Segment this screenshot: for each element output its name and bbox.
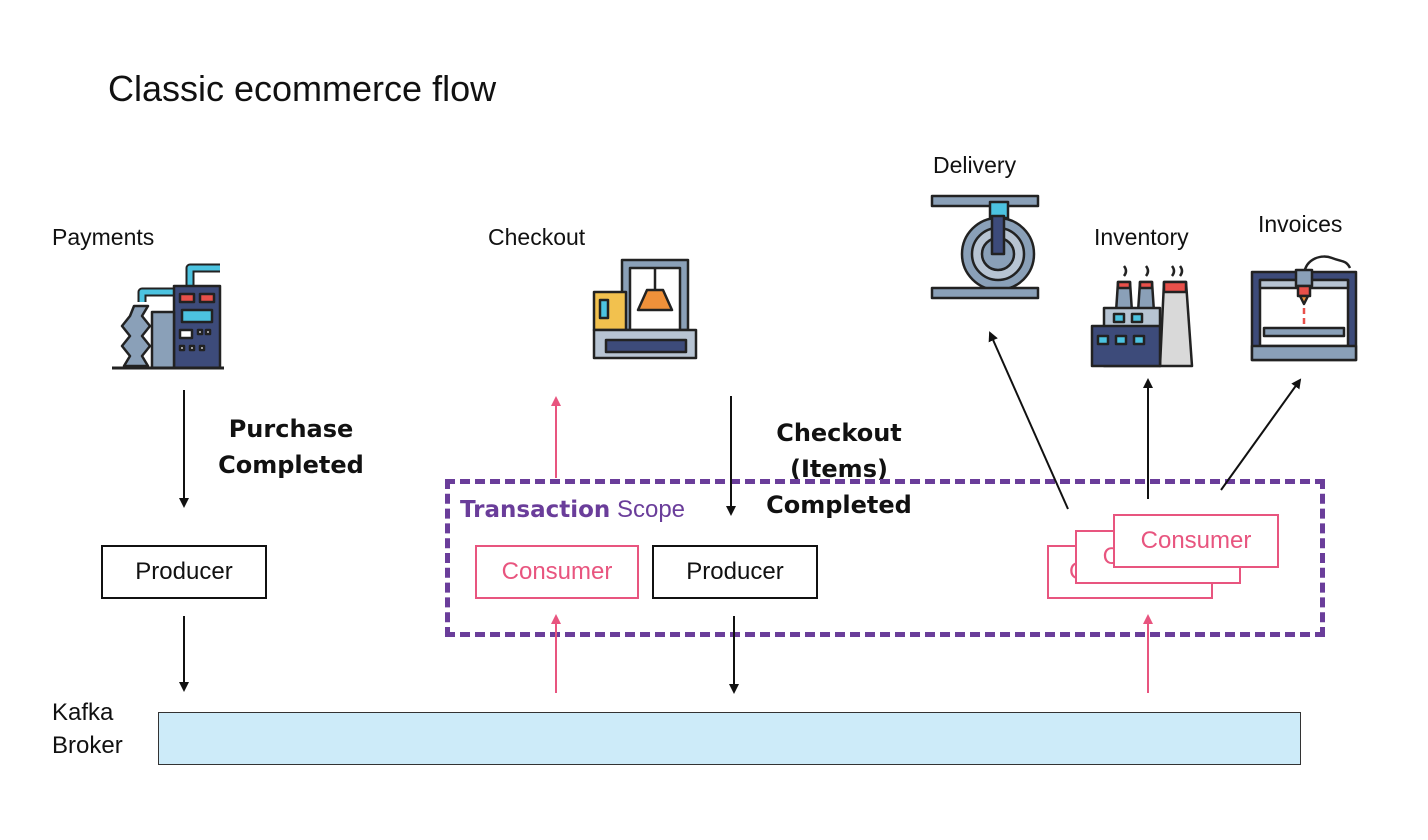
delivery-label: Delivery — [933, 152, 1017, 178]
arrow-consumer-to-delivery — [988, 331, 1069, 510]
transaction-scope — [445, 479, 1325, 637]
invoices-label: Invoices — [1258, 211, 1343, 237]
delivery-spool-icon — [930, 194, 1040, 300]
transaction-scope-label: Transaction Scope — [460, 496, 686, 523]
page-title: Classic ecommerce flow — [108, 68, 497, 109]
kafka-broker-label: Kafka Broker — [52, 699, 123, 759]
payments-label: Payments — [52, 224, 155, 250]
inventory-factory-icon — [1090, 265, 1194, 368]
purchase-completed-event: Purchase Completed — [218, 415, 364, 479]
inventory-label: Inventory — [1094, 224, 1189, 250]
invoices-printer-icon — [1250, 255, 1358, 362]
payments-producer-box: Producer — [101, 545, 267, 599]
checkout-label: Checkout — [488, 224, 586, 250]
arrow-consumer-to-invoices — [1220, 378, 1302, 491]
checkout-items-completed-event: Checkout (Items) Completed — [766, 419, 912, 519]
checkout-consumer-box: Consumer — [475, 545, 639, 599]
payments-machine-icon — [112, 263, 224, 370]
consumer-stack-front: Consumer — [1113, 514, 1279, 568]
checkout-producer-box: Producer — [652, 545, 818, 599]
kafka-broker-bar — [158, 712, 1301, 765]
checkout-machine-icon — [592, 258, 698, 360]
